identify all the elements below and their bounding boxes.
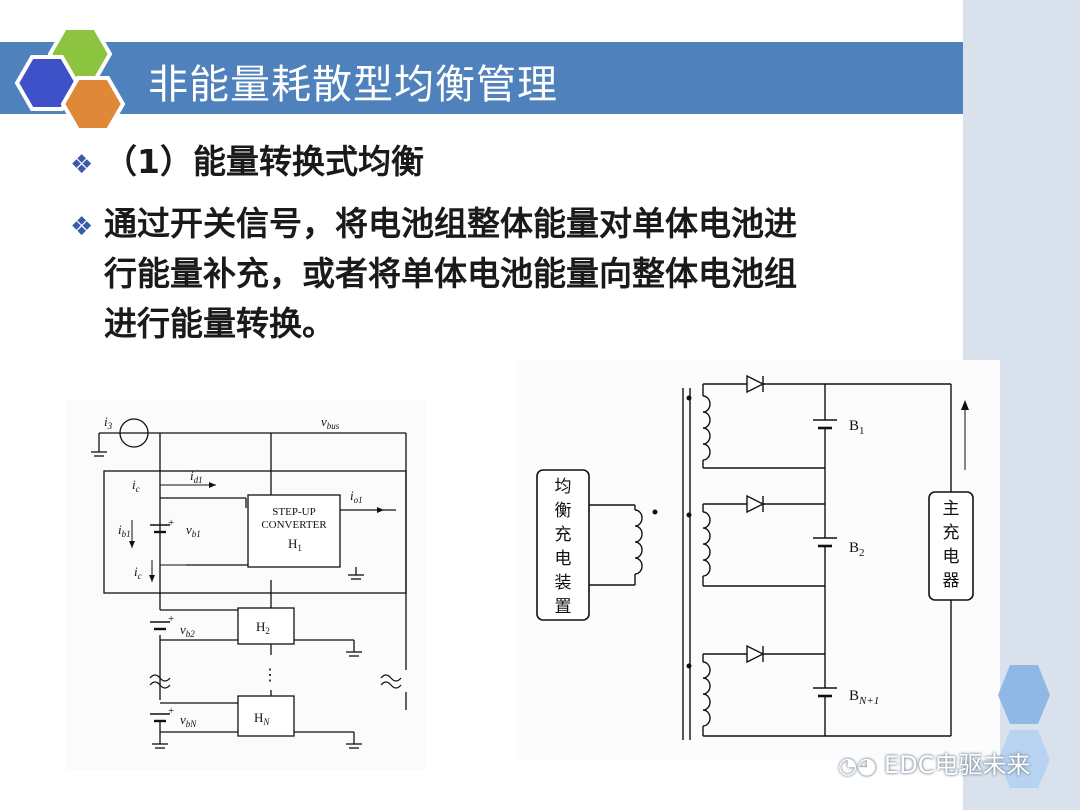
bullet-2-line3: 进行能量转换。 bbox=[104, 304, 335, 343]
svg-text:+: + bbox=[168, 613, 174, 625]
svg-text:电: 电 bbox=[555, 549, 572, 569]
converter-circuit-diagram: i3 vbus ic id1 STEP-UP CONVERTER H1 io1 … bbox=[66, 400, 426, 770]
diode-3 bbox=[746, 644, 765, 664]
watermark-text: EDC电驱未来 bbox=[884, 751, 1031, 779]
bullet-2-line1: 通过开关信号，将电池组整体能量对单体电池进 bbox=[104, 204, 797, 243]
secondary-coil-1 bbox=[702, 395, 711, 461]
b1-label: B1 bbox=[849, 418, 865, 437]
watermark: ◔◕ EDC电驱未来 bbox=[838, 745, 1030, 780]
main-charger-box bbox=[928, 491, 974, 601]
svg-text:充: 充 bbox=[555, 525, 572, 545]
svg-text:+: + bbox=[168, 517, 174, 529]
vbus-label: vbus bbox=[321, 414, 340, 431]
svg-text:主: 主 bbox=[943, 499, 960, 519]
svg-text:装: 装 bbox=[555, 573, 572, 593]
conv-line2: CONVERTER bbox=[261, 519, 327, 531]
break-mark bbox=[149, 674, 171, 682]
primary-coil bbox=[634, 509, 643, 575]
hexagon-decor-icon bbox=[998, 665, 1050, 788]
i3-label: i3 bbox=[104, 414, 113, 431]
ic-top-label: ic bbox=[132, 477, 140, 494]
svg-text:器: 器 bbox=[943, 571, 960, 591]
bullet-2-line2: 行能量补充，或者将单体电池能量向整体电池组 bbox=[104, 254, 797, 293]
svg-text:均: 均 bbox=[555, 477, 572, 497]
wechat-icon: ◔◕ bbox=[838, 754, 877, 779]
b2-label: B2 bbox=[849, 540, 865, 559]
bullet-1: ❖ （1）能量转换式均衡 bbox=[70, 136, 424, 191]
id1-label: id1 bbox=[190, 468, 203, 485]
bullet-1-text: （1）能量转换式均衡 bbox=[104, 142, 424, 181]
hexagon-logo-icon bbox=[14, 26, 126, 132]
diamond-bullet-icon: ❖ bbox=[70, 212, 94, 242]
io1-label: io1 bbox=[350, 488, 363, 505]
bullet-2: ❖ 通过开关信号，将电池组整体能量对单体电池进 bbox=[70, 198, 797, 253]
svg-text:电: 电 bbox=[943, 547, 960, 567]
secondary-coil-2 bbox=[702, 511, 711, 577]
step-up-converter-block bbox=[247, 494, 341, 568]
vb1-label: vb1 bbox=[186, 522, 201, 539]
hn-block bbox=[237, 695, 295, 737]
h2-block bbox=[237, 607, 295, 645]
ic-bottom-label: ic bbox=[134, 564, 142, 581]
h2-label: H2 bbox=[256, 619, 270, 636]
title-bar bbox=[0, 42, 963, 114]
diode-2 bbox=[746, 494, 765, 514]
svg-text:充: 充 bbox=[943, 523, 960, 543]
svg-text:衡: 衡 bbox=[555, 501, 572, 521]
conv-line1: STEP-UP bbox=[272, 506, 315, 518]
ib1-label: ib1 bbox=[118, 522, 131, 539]
vbn-label: vbN bbox=[180, 712, 197, 729]
conv-line3: H1 bbox=[288, 536, 302, 553]
svg-text:+: + bbox=[168, 705, 174, 717]
ellipsis-dots: ⋮ bbox=[262, 667, 278, 684]
slide-title: 非能量耗散型均衡管理 bbox=[148, 62, 558, 108]
diode-1 bbox=[746, 374, 765, 394]
balancing-charger-box bbox=[536, 469, 590, 621]
bn-label: BN+1 bbox=[849, 688, 879, 707]
secondary-coil-3 bbox=[702, 661, 711, 727]
svg-text:置: 置 bbox=[555, 597, 572, 617]
transformer-balancing-diagram: 均 衡 充 电 装 置 B1 B2 bbox=[515, 360, 1000, 760]
current-arrow bbox=[961, 400, 969, 410]
diamond-bullet-icon: ❖ bbox=[70, 150, 94, 180]
vb2-label: vb2 bbox=[180, 622, 195, 639]
hn-label: HN bbox=[254, 710, 270, 727]
